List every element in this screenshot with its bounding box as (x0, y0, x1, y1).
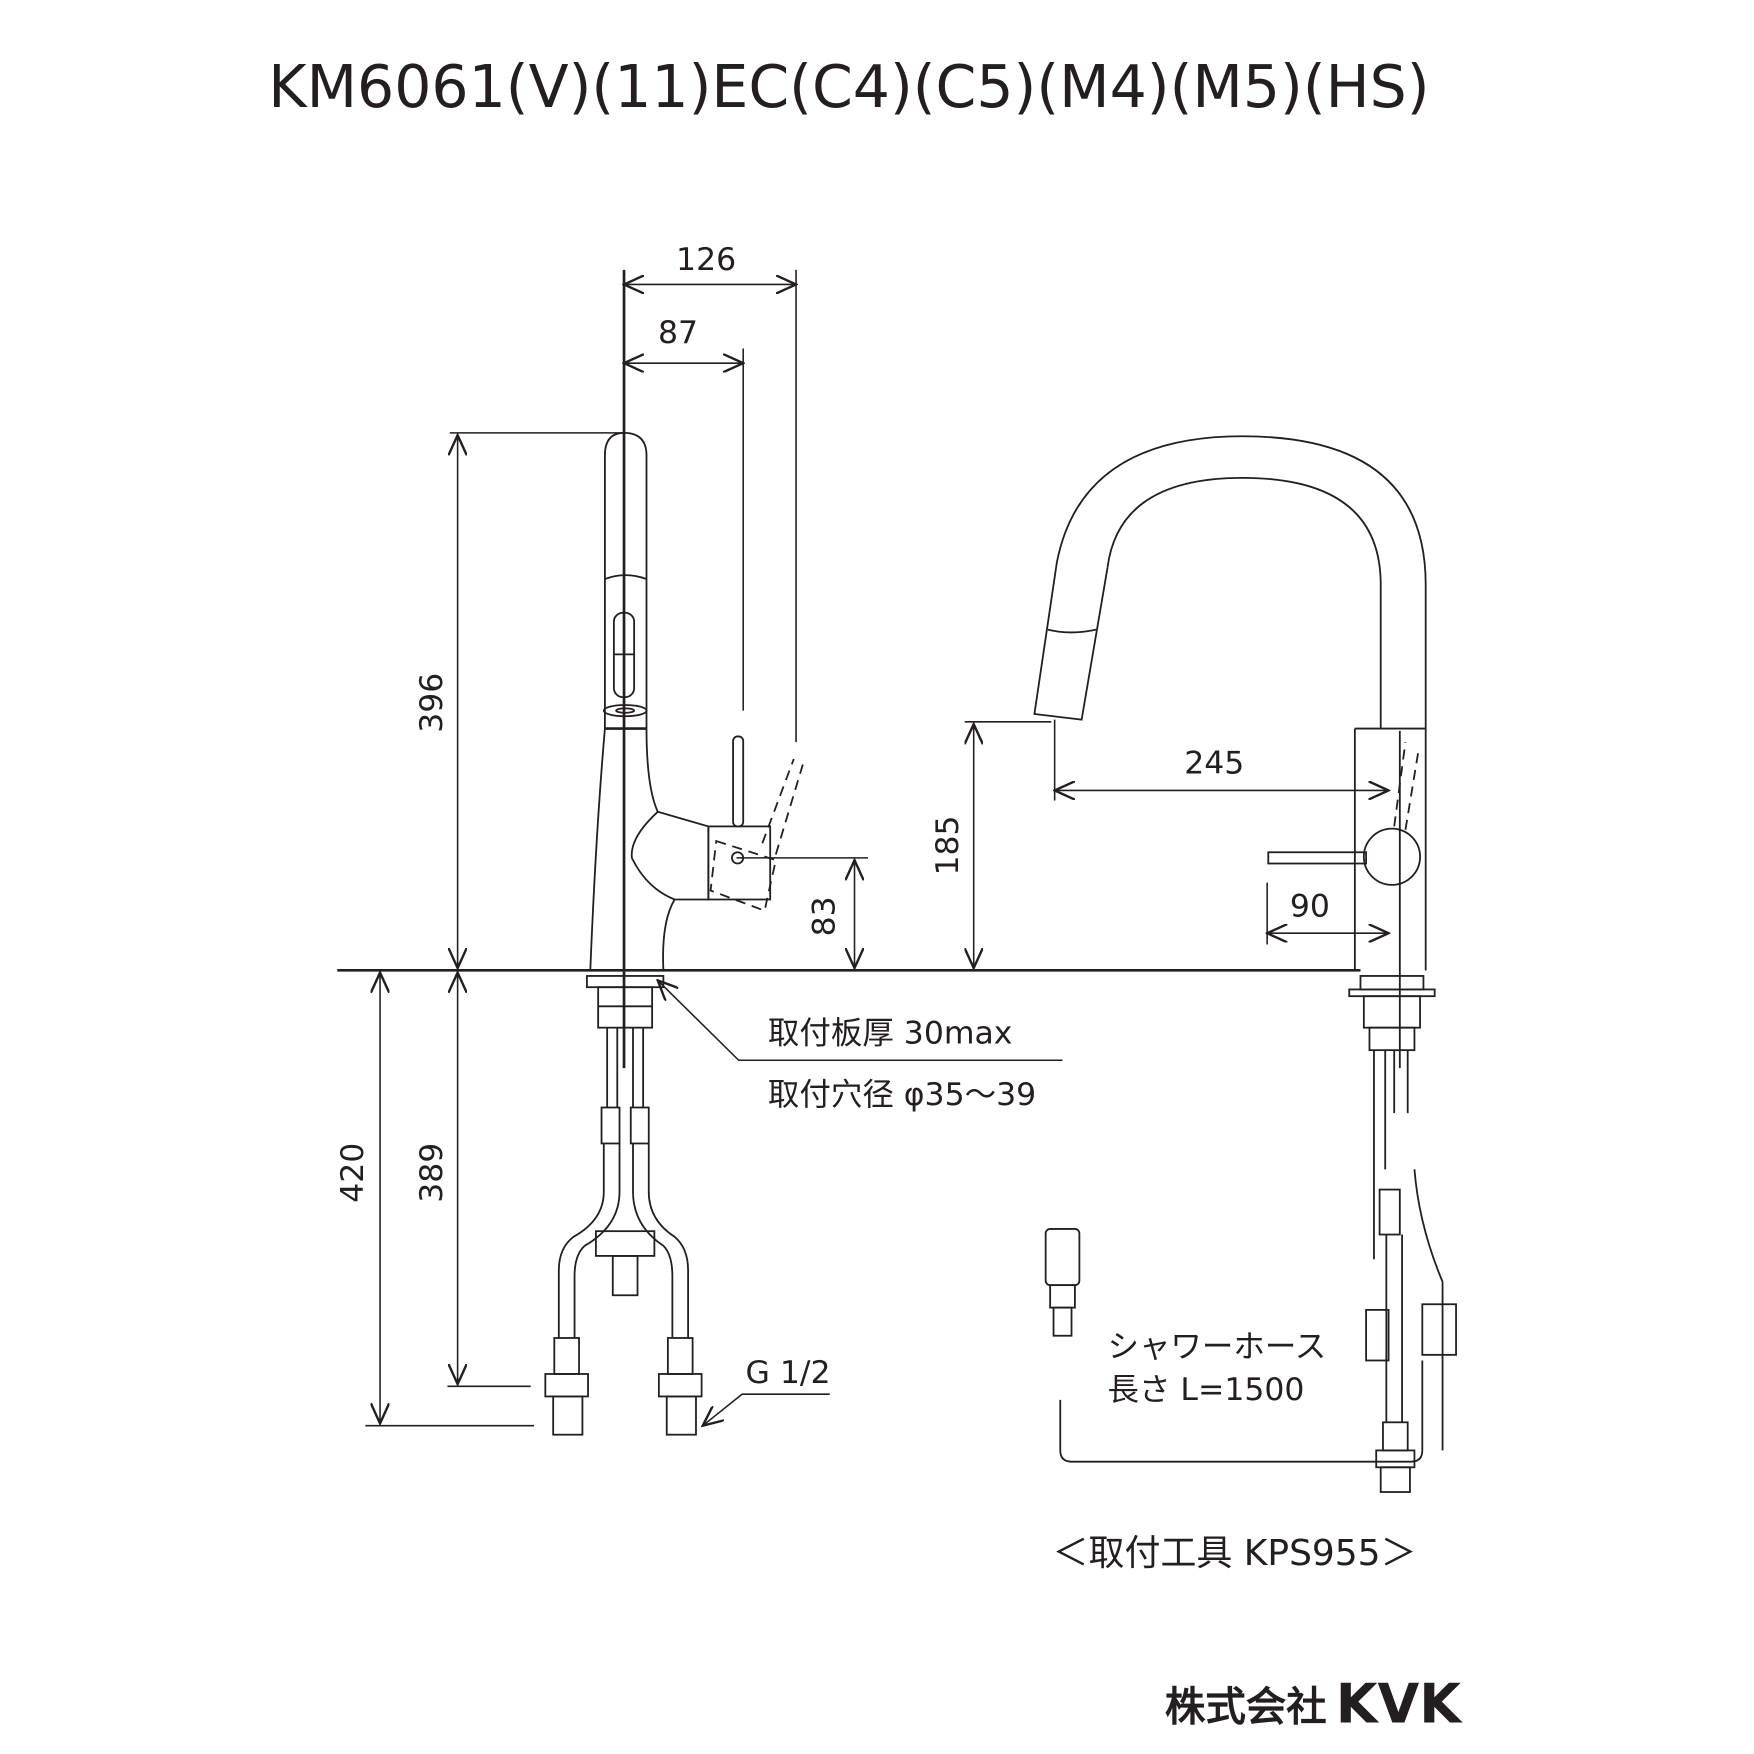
dimension-83: 83 (736, 857, 869, 968)
kvk-logo: 株式会社 KVK (1165, 1673, 1463, 1736)
plate-thickness-note: 取付板厚 30max (768, 1015, 1012, 1051)
front-view-faucet (1033, 435, 1457, 1493)
svg-text:420: 420 (335, 1143, 371, 1203)
thread-note: G 1/2 (745, 1355, 830, 1391)
svg-text:245: 245 (1184, 746, 1244, 782)
hose-label: シャワーホース (1107, 1329, 1326, 1365)
dimension-245: 245 (1055, 719, 1389, 801)
tool-note: ＜取付工具 KPS955＞ (1053, 1533, 1417, 1574)
svg-text:389: 389 (414, 1143, 450, 1203)
dimension-87: 87 (624, 315, 743, 711)
svg-text:185: 185 (930, 815, 966, 875)
dimension-185: 185 (930, 721, 1052, 968)
hole-diameter-note: 取付穴径 φ35〜39 (768, 1077, 1036, 1113)
dimension-126: 126 (624, 242, 796, 743)
dimension-396: 396 (414, 432, 625, 968)
svg-text:90: 90 (1290, 888, 1330, 924)
side-view-faucet (544, 269, 804, 1436)
svg-text:126: 126 (676, 242, 736, 278)
svg-text:株式会社: 株式会社 (1165, 1682, 1327, 1730)
svg-text:83: 83 (806, 896, 842, 936)
shower-hose (1044, 1228, 1424, 1463)
page-title: KM6061(V)(11)EC(C4)(C5)(M4)(M5)(HS) (268, 53, 1429, 121)
dimension-389: 389 (414, 973, 531, 1388)
svg-text:KVK: KVK (1336, 1673, 1464, 1736)
dimension-90: 90 (1267, 882, 1388, 945)
svg-text:396: 396 (414, 673, 450, 733)
dimension-420: 420 (335, 973, 535, 1427)
svg-text:87: 87 (658, 315, 698, 351)
hose-length: 長さ L=1500 (1107, 1372, 1304, 1408)
